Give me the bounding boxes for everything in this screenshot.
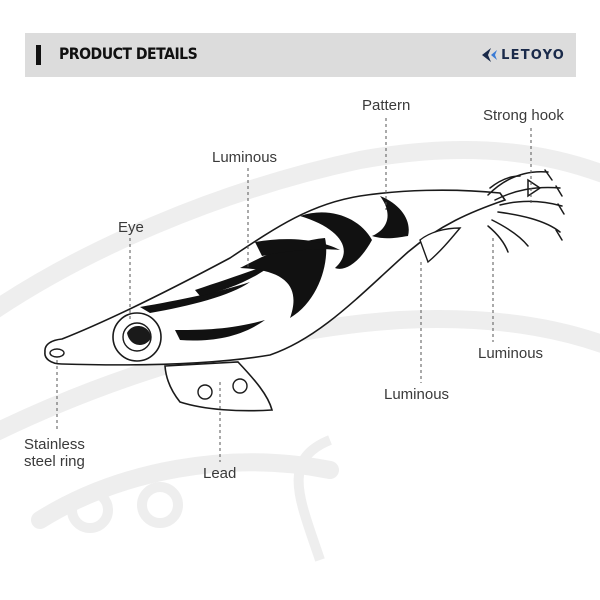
brand-name: LETOYO [501,47,565,63]
label-stainless-line2: steel ring [24,453,85,470]
brand-logo: LETOYO [482,46,565,64]
brand-mark-icon [482,48,498,62]
label-luminous-bottom: Luminous [384,386,450,403]
label-pattern: Pattern [362,97,411,114]
label-strong-hook: Strong hook [483,107,564,124]
label-stainless-line1: Stainless [24,436,85,453]
label-lead: Lead [203,465,237,482]
strong-hook-icon [487,169,565,253]
product-details-header: PRODUCT DETAILS LETOYO [25,33,576,77]
pattern-stripes [140,196,409,341]
label-stainless-steel-ring: Stainless steel ring [24,436,124,470]
lead-hole-right [232,378,248,394]
label-eye: Eye [118,219,144,236]
eye-icon [112,312,162,362]
label-luminous-right: Luminous [478,345,544,362]
dorsal-fin [419,227,462,264]
label-luminous-top: Luminous [212,149,278,166]
stainless-ring [49,348,65,358]
lead-hole-left [197,384,213,400]
callout-lines [56,118,532,462]
header-title: PRODUCT DETAILS [59,44,198,63]
header-accent-bar [36,45,41,65]
lead-weight [164,361,274,412]
